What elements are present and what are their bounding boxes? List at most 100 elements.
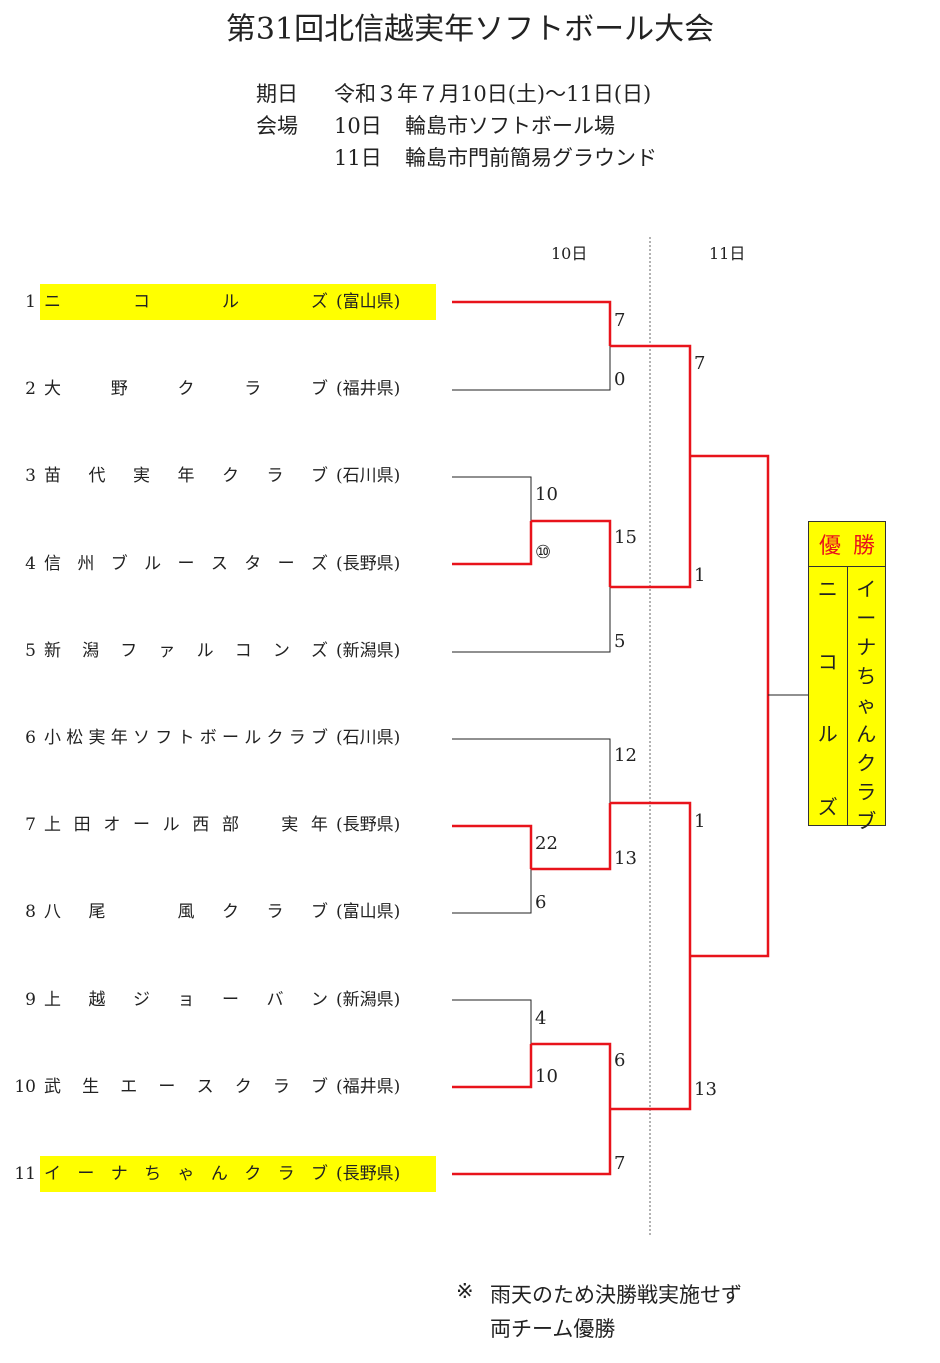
team-name-char: ジ (133, 990, 150, 1010)
team-name-char: ブ (311, 902, 328, 922)
team-name-char: 松 (66, 728, 84, 748)
bracket-line-sf2-bottom-win (610, 956, 692, 1111)
team-name-char: ル (196, 641, 214, 661)
team-name-char: 部 (221, 815, 239, 835)
team-number: 7 (25, 815, 36, 835)
team-prefecture: (福井県) (336, 379, 401, 399)
champion-box: 優 勝 ニコルズ イーナちゃんクラブ (808, 521, 886, 833)
team-name-char: イ (44, 1164, 61, 1184)
team-name-char: ク (244, 1164, 262, 1184)
score-sf1-top: 7 (694, 353, 706, 374)
team-name-char: ブ (311, 379, 328, 399)
team-name-char: ル (244, 728, 262, 748)
team-name-char: ブ (310, 1077, 328, 1097)
team-name-char: 年 (310, 815, 328, 835)
team-name-char: ん (210, 1164, 228, 1184)
score-m7-winner: 6 (614, 1050, 626, 1071)
team-row: 10 武生エースクラブ (福井県) (0, 1069, 440, 1105)
team-name-char: エ (120, 1077, 138, 1097)
champion-heading: 優 勝 (809, 522, 885, 567)
team-name-char: ト (177, 728, 195, 748)
team-name-char: ズ (311, 554, 328, 574)
champion-char: ブ (856, 809, 877, 833)
team-prefecture: (福井県) (336, 1077, 401, 1097)
team-name: 八尾風クラブ (44, 894, 328, 930)
champion-char: ニ (817, 577, 838, 601)
score-m1-team1: 7 (614, 310, 626, 331)
champion-char: ク (856, 751, 877, 775)
score-m5-team6: 12 (614, 745, 637, 766)
team-number: 11 (14, 1164, 36, 1184)
team-name-char: オ (103, 815, 121, 835)
team-name-char: ル (162, 815, 180, 835)
team-prefecture: (石川県) (336, 466, 401, 486)
team-prefecture: (長野県) (336, 815, 401, 835)
team-number: 4 (25, 554, 36, 574)
bracket-line-team8 (452, 869, 532, 914)
team-name-char: ニ (44, 292, 61, 312)
bracket-line-sf2-advance (690, 695, 770, 958)
date-label: 期日 (256, 82, 298, 106)
score-m2-team4: ⑩ (535, 542, 552, 563)
score-m7-team11: 7 (614, 1153, 626, 1174)
team-name-char: ク (222, 902, 239, 922)
team-name-char: 野 (110, 379, 128, 399)
bracket-line-sf2-top (610, 801, 692, 956)
bracket-line-sf1-advance (690, 454, 770, 695)
team-name-char: ブ (110, 554, 128, 574)
team-name-char: 新 (44, 641, 61, 661)
team-name: ニコルズ (44, 284, 328, 320)
team-name-char: コ (133, 292, 150, 312)
team-name-char: 年 (110, 728, 128, 748)
score-m6-team10: 10 (535, 1066, 558, 1087)
venue-label: 会場 (256, 114, 298, 138)
champion-label-2: 勝 (852, 534, 875, 559)
team-name-char: ー (158, 1077, 176, 1097)
team-number: 9 (25, 990, 36, 1010)
team-number: 10 (14, 1077, 36, 1097)
team-name: 上越ジョーバン (44, 982, 328, 1018)
bracket-line-team11-win (452, 1109, 612, 1176)
champion-char: ん (856, 722, 877, 746)
team-prefecture: (長野県) (336, 554, 401, 574)
team-name-char: タ (244, 554, 262, 574)
venue2-name: 輪島市門前簡易グラウンド (405, 146, 657, 170)
bracket-line-team2 (452, 346, 611, 391)
team-name-char: ス (210, 554, 228, 574)
team-name-char: フ (155, 728, 173, 748)
page-title: 第31回北信越実年ソフトボール大会 (225, 12, 715, 47)
day2-heading: 11日 (709, 244, 746, 263)
bracket-line-team3 (452, 476, 532, 521)
champion-char: ち (856, 664, 877, 688)
team-name-char: 尾 (88, 902, 106, 922)
team-name-char: ズ (310, 641, 328, 661)
team-name-char: ァ (158, 641, 176, 661)
team-name-char: ル (222, 292, 239, 312)
team-name-char: 八 (44, 902, 61, 922)
score-m3-winner: 15 (614, 527, 637, 548)
team-name-char: ン (311, 990, 328, 1010)
team-name: 苗代実年クラブ (44, 458, 328, 494)
bracket-line-team10-win (452, 1044, 533, 1089)
bracket-line-team9 (452, 999, 532, 1044)
team-name-char: 実 (88, 728, 106, 748)
score-sf1-bottom: 1 (694, 565, 706, 586)
champion-char: イ (856, 577, 877, 601)
team-name-char: ク (177, 379, 195, 399)
team-row: 9 上越ジョーバン (新潟県) (0, 982, 440, 1018)
team-prefecture: (新潟県) (336, 990, 401, 1010)
team-row: 4 信州ブルースターズ (長野県) (0, 546, 440, 582)
team-name-char: ラ (244, 379, 262, 399)
team-name-char: ち (144, 1164, 162, 1184)
team-number: 5 (25, 641, 36, 661)
day1-heading: 10日 (551, 244, 588, 263)
team-prefecture: (新潟県) (336, 641, 401, 661)
score-sf2-top: 1 (694, 811, 706, 832)
team-name: 信州ブルースターズ (44, 546, 328, 582)
team-name: 大野クラブ (44, 371, 328, 407)
team-name-char: ソ (133, 728, 150, 748)
team-name: 武生エースクラブ (44, 1069, 328, 1105)
